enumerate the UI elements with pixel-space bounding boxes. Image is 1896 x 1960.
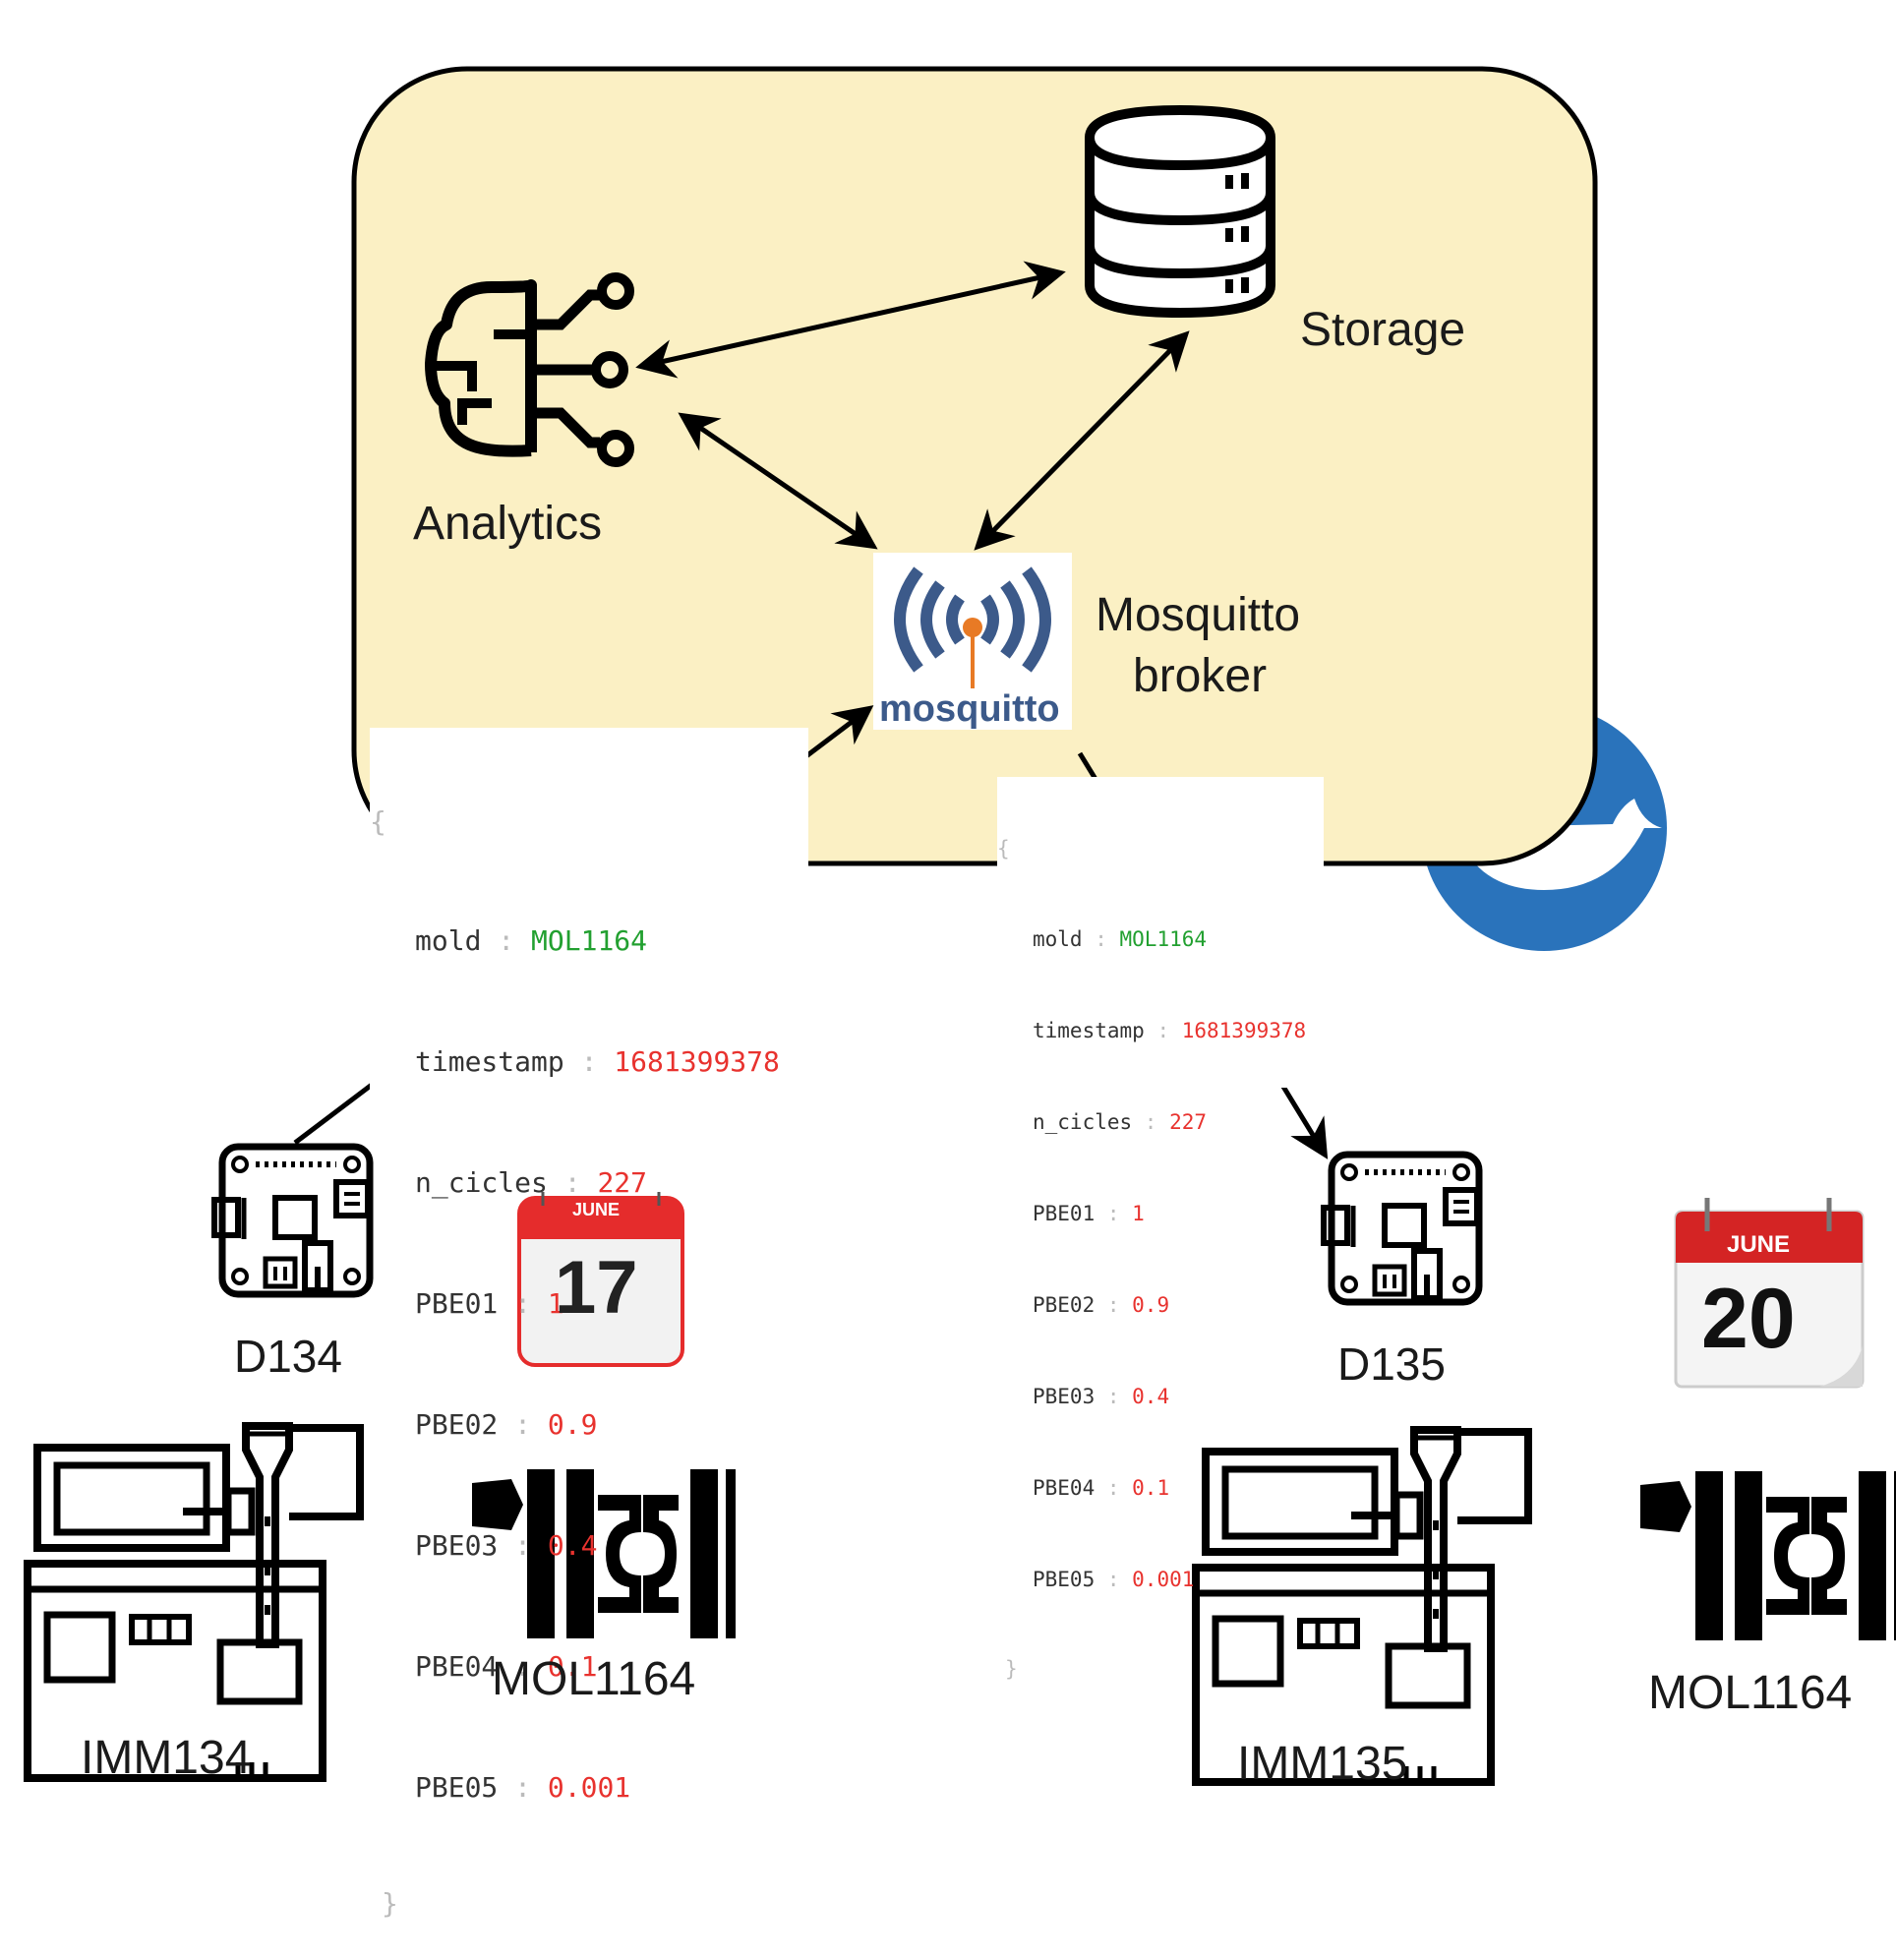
json-row: PBE01 : 1	[415, 1287, 564, 1320]
calendar-icon	[517, 1192, 684, 1367]
arrow-analytics-broker	[678, 412, 878, 550]
json-row: PBE05 : 0.001	[415, 1771, 631, 1804]
calendar-month-left: JUNE	[572, 1200, 621, 1219]
machine-label-imm134: IMM134	[81, 1732, 252, 1784]
calendar-day-right: 20	[1701, 1272, 1796, 1366]
json-close-brace: }	[382, 1887, 398, 1920]
json-row: PBE04 : 0.1	[1033, 1476, 1170, 1500]
database-icon	[1085, 104, 1275, 319]
broker-label-line2: broker	[1133, 650, 1268, 702]
json-row: PBE05 : 0.001	[1033, 1568, 1195, 1591]
machine-label-imm135: IMM135	[1237, 1738, 1408, 1790]
storage-label: Storage	[1300, 304, 1466, 356]
json-row: mold : MOL1164	[1033, 927, 1208, 951]
json-row: PBE03 : 0.4	[1033, 1385, 1170, 1408]
calendar-day-left: 17	[555, 1246, 638, 1330]
json-message-left: { mold : MOL1164 timestamp : 1681399378 …	[370, 728, 808, 1920]
json-message-right: { mold : MOL1164 timestamp : 1681399378 …	[997, 777, 1324, 1681]
json-row: PBE04 : 0.1	[415, 1650, 598, 1683]
device-label-d135: D135	[1337, 1338, 1446, 1390]
mosquitto-wordmark: mosquitto	[879, 688, 1060, 730]
diagram-canvas	[0, 66, 1896, 1787]
json-row: mold : MOL1164	[415, 924, 648, 957]
json-row: PBE02 : 0.9	[1033, 1293, 1170, 1317]
mosquitto-logo	[873, 553, 1072, 730]
json-row: PBE01 : 1	[1033, 1202, 1145, 1225]
arrow-storage-broker	[974, 330, 1190, 551]
json-row: n_cicles : 227	[1033, 1110, 1208, 1134]
arrow-analytics-storage	[635, 261, 1066, 379]
calendar-icon	[1674, 1198, 1865, 1389]
device-label-d134: D134	[234, 1331, 342, 1382]
mold-icon	[1640, 1471, 1896, 1640]
json-row: PBE02 : 0.9	[415, 1408, 598, 1441]
injection-molding-machine-icon	[28, 1426, 360, 1778]
json-row: timestamp : 1681399378	[1033, 1019, 1307, 1042]
json-row: PBE03 : 0.4	[415, 1529, 598, 1562]
broker-label-line1: Mosquitto	[1096, 589, 1301, 641]
brain-circuit-icon	[425, 272, 634, 467]
analytics-label: Analytics	[413, 498, 603, 550]
json-row: timestamp : 1681399378	[415, 1045, 780, 1078]
json-row: n_cicles : 227	[415, 1166, 648, 1199]
json-open-brace: {	[370, 805, 386, 838]
json-close-brace: }	[1005, 1657, 1018, 1681]
circuit-board-icon	[214, 1147, 370, 1294]
calendar-month-right: JUNE	[1727, 1231, 1791, 1258]
mold-label-left: MOL1164	[492, 1653, 696, 1705]
mold-label-right: MOL1164	[1648, 1667, 1853, 1719]
circuit-board-icon	[1324, 1155, 1479, 1302]
json-open-brace: {	[997, 837, 1010, 861]
